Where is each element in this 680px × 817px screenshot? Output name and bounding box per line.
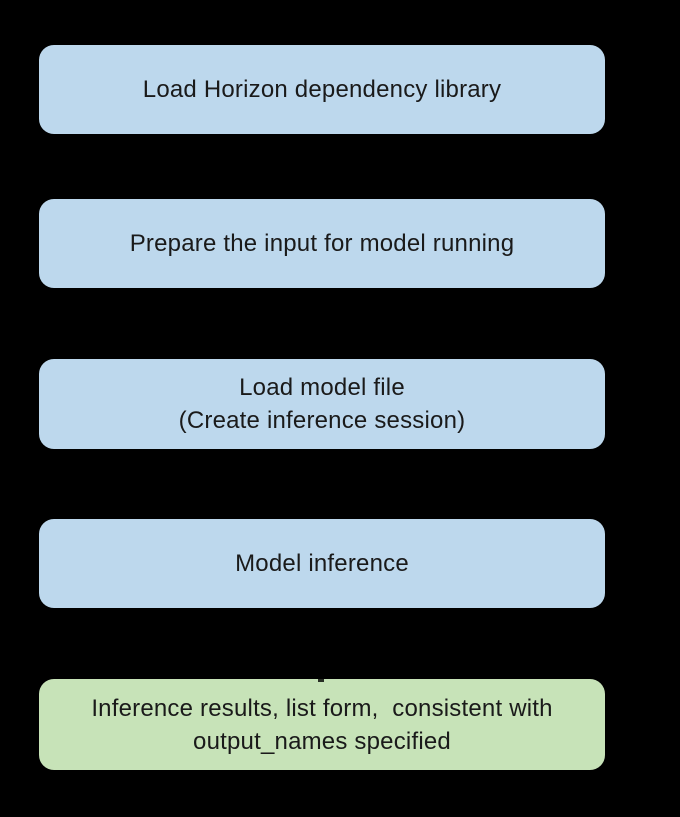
flow-step-label: Model inference (235, 550, 409, 577)
flow-result-label-line-2: output_names specified (193, 727, 451, 755)
flow-result-inference-results: Inference results, list form, consistent… (39, 679, 605, 770)
flow-step-model-inference: Model inference (39, 519, 605, 608)
flow-step-label-line-1: Load model file (239, 374, 405, 401)
flow-step-label: Prepare the input for model running (129, 230, 515, 257)
flow-result-label-line-1: Inference results, list form, consistent… (91, 694, 553, 722)
flow-step-label: Load Horizon dependency library (142, 76, 502, 103)
flow-step-label-line-2: (Create inference session) (178, 407, 466, 434)
flow-step-load-horizon-dependency-library: Load Horizon dependency library (39, 45, 605, 134)
flow-step-load-model-file: Load model file (Create inference sessio… (39, 359, 605, 449)
flow-step-prepare-input-for-model-running: Prepare the input for model running (39, 199, 605, 288)
arrow-tip-icon (318, 679, 324, 682)
